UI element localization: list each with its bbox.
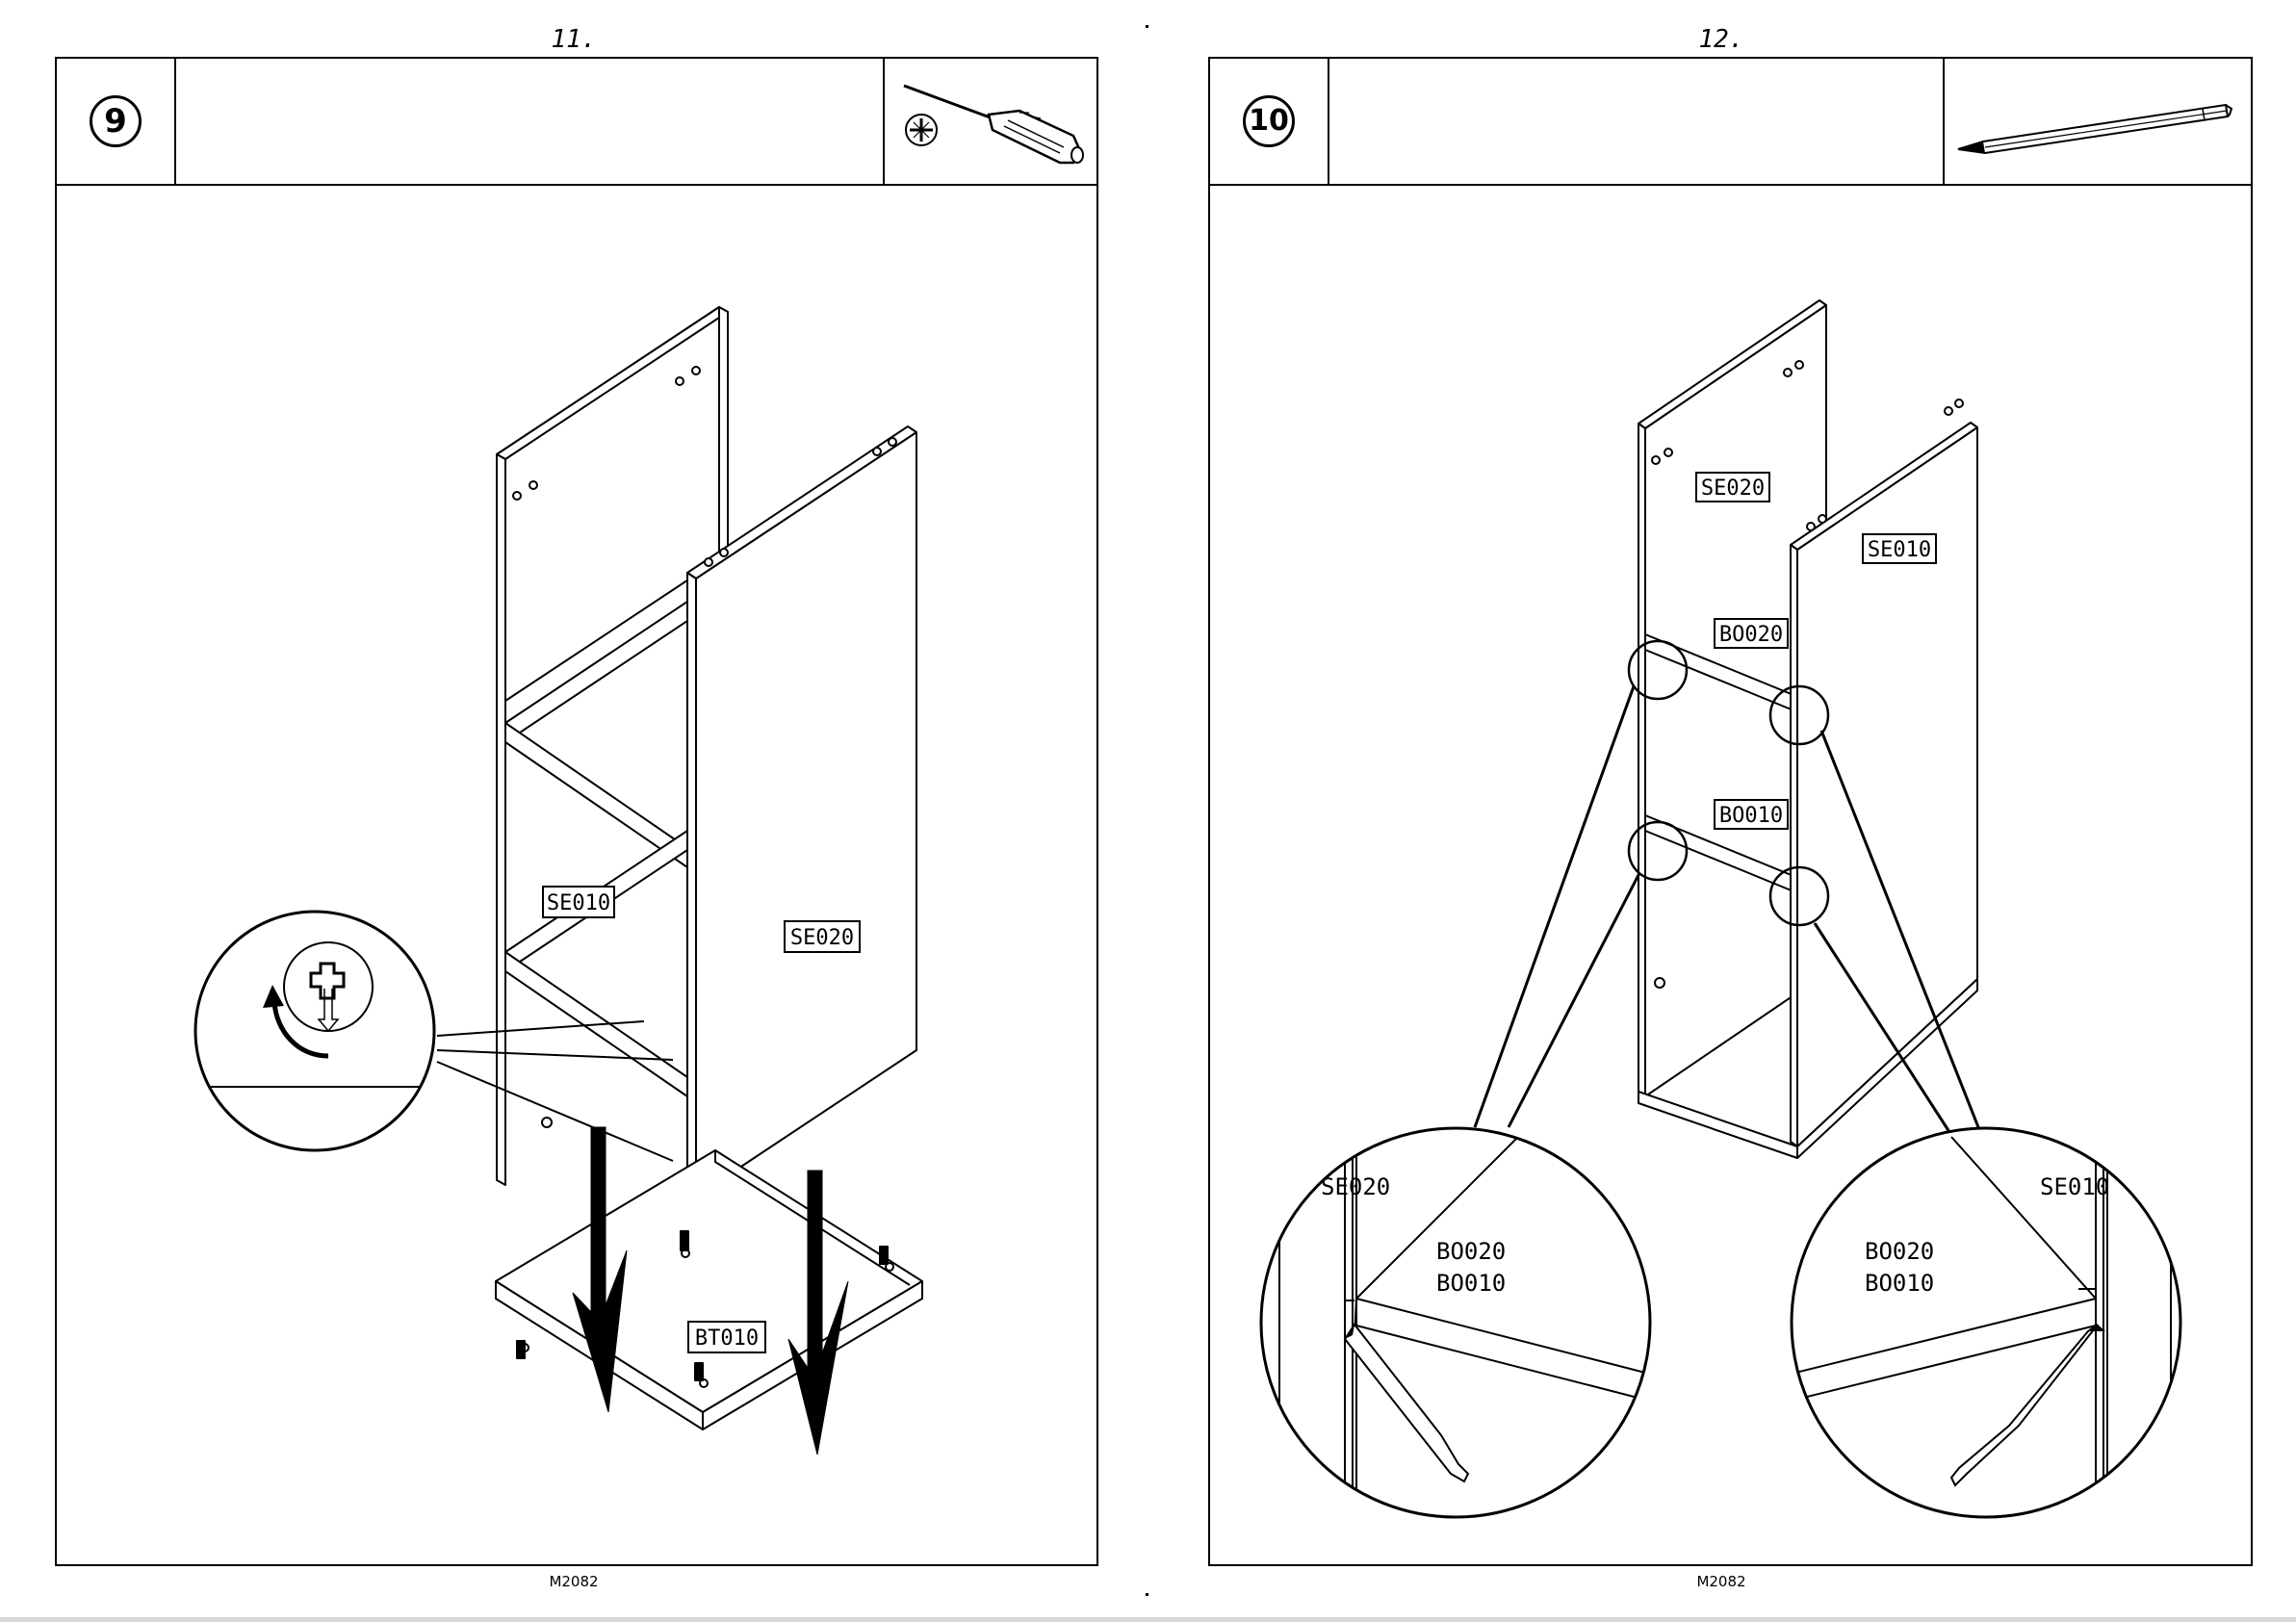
side-panel-back (497, 307, 719, 707)
svg-text:BO010: BO010 (1865, 1270, 1934, 1297)
step-cell: 10 (1210, 59, 1329, 184)
svg-text:BO010: BO010 (1436, 1270, 1506, 1297)
side-panel-back-front (497, 454, 505, 1185)
bottom-edge (0, 1617, 2296, 1622)
svg-text:BO020: BO020 (1719, 623, 1783, 647)
part-label-bo020: BO020 (1715, 619, 1788, 648)
svg-text:SE020: SE020 (1321, 1173, 1390, 1200)
svg-text:BO010: BO010 (1719, 804, 1783, 828)
svg-text:SE010: SE010 (1868, 538, 1931, 562)
left-page: 11. 9 (0, 0, 1148, 1622)
detail-callout-right: SE010 BO020 BO010 (1792, 1128, 2180, 1532)
svg-text:SE010: SE010 (547, 891, 610, 915)
detail-callout-left: SE020 BO020 BO010 (1261, 1128, 1650, 1532)
step-cell: 9 (57, 59, 176, 184)
tool-cell (1943, 59, 2251, 184)
step-header: 10 (1210, 59, 2251, 186)
footer-code: M2082 (1148, 1573, 2295, 1590)
tool-cell (883, 59, 1096, 184)
instruction-frame: 10 (1208, 57, 2253, 1566)
step-number-badge: 9 (90, 95, 142, 147)
footer-code: M2082 (0, 1573, 1148, 1590)
page-number: 11. (0, 25, 1148, 54)
screwdriver-icon (885, 59, 1096, 184)
part-label-se010: SE010 (1863, 534, 1936, 563)
svg-text:SE010: SE010 (2040, 1173, 2109, 1200)
center-mark-top (1146, 25, 1148, 28)
assembly-drawing: SE010 SE020 BT010 (57, 184, 1096, 1564)
svg-text:BO020: BO020 (1865, 1238, 1934, 1265)
right-page: 12. 10 (1148, 0, 2295, 1622)
detail-callout (195, 912, 434, 1150)
part-label-se020: SE020 (785, 921, 860, 952)
svg-text:SE020: SE020 (790, 926, 854, 950)
svg-text:SE020: SE020 (1701, 476, 1765, 501)
step-number-badge: 10 (1243, 95, 1295, 147)
bottom-panel (496, 1150, 922, 1412)
pencil-icon (1945, 59, 2251, 184)
center-mark-bottom (1146, 1593, 1148, 1596)
assembly-drawing: SE020 SE010 BO020 BO010 (1210, 184, 2250, 1564)
svg-text:BT010: BT010 (695, 1326, 759, 1351)
part-label-se020: SE020 (1696, 473, 1769, 502)
part-label-se010: SE010 (543, 887, 614, 917)
step-header: 9 (57, 59, 1096, 186)
svg-text:BO020: BO020 (1436, 1238, 1506, 1265)
instruction-frame: 9 (55, 57, 1098, 1566)
page-number: 12. (1148, 25, 2295, 54)
part-label-bo010: BO010 (1715, 800, 1788, 829)
part-label-bt010: BT010 (688, 1322, 765, 1352)
